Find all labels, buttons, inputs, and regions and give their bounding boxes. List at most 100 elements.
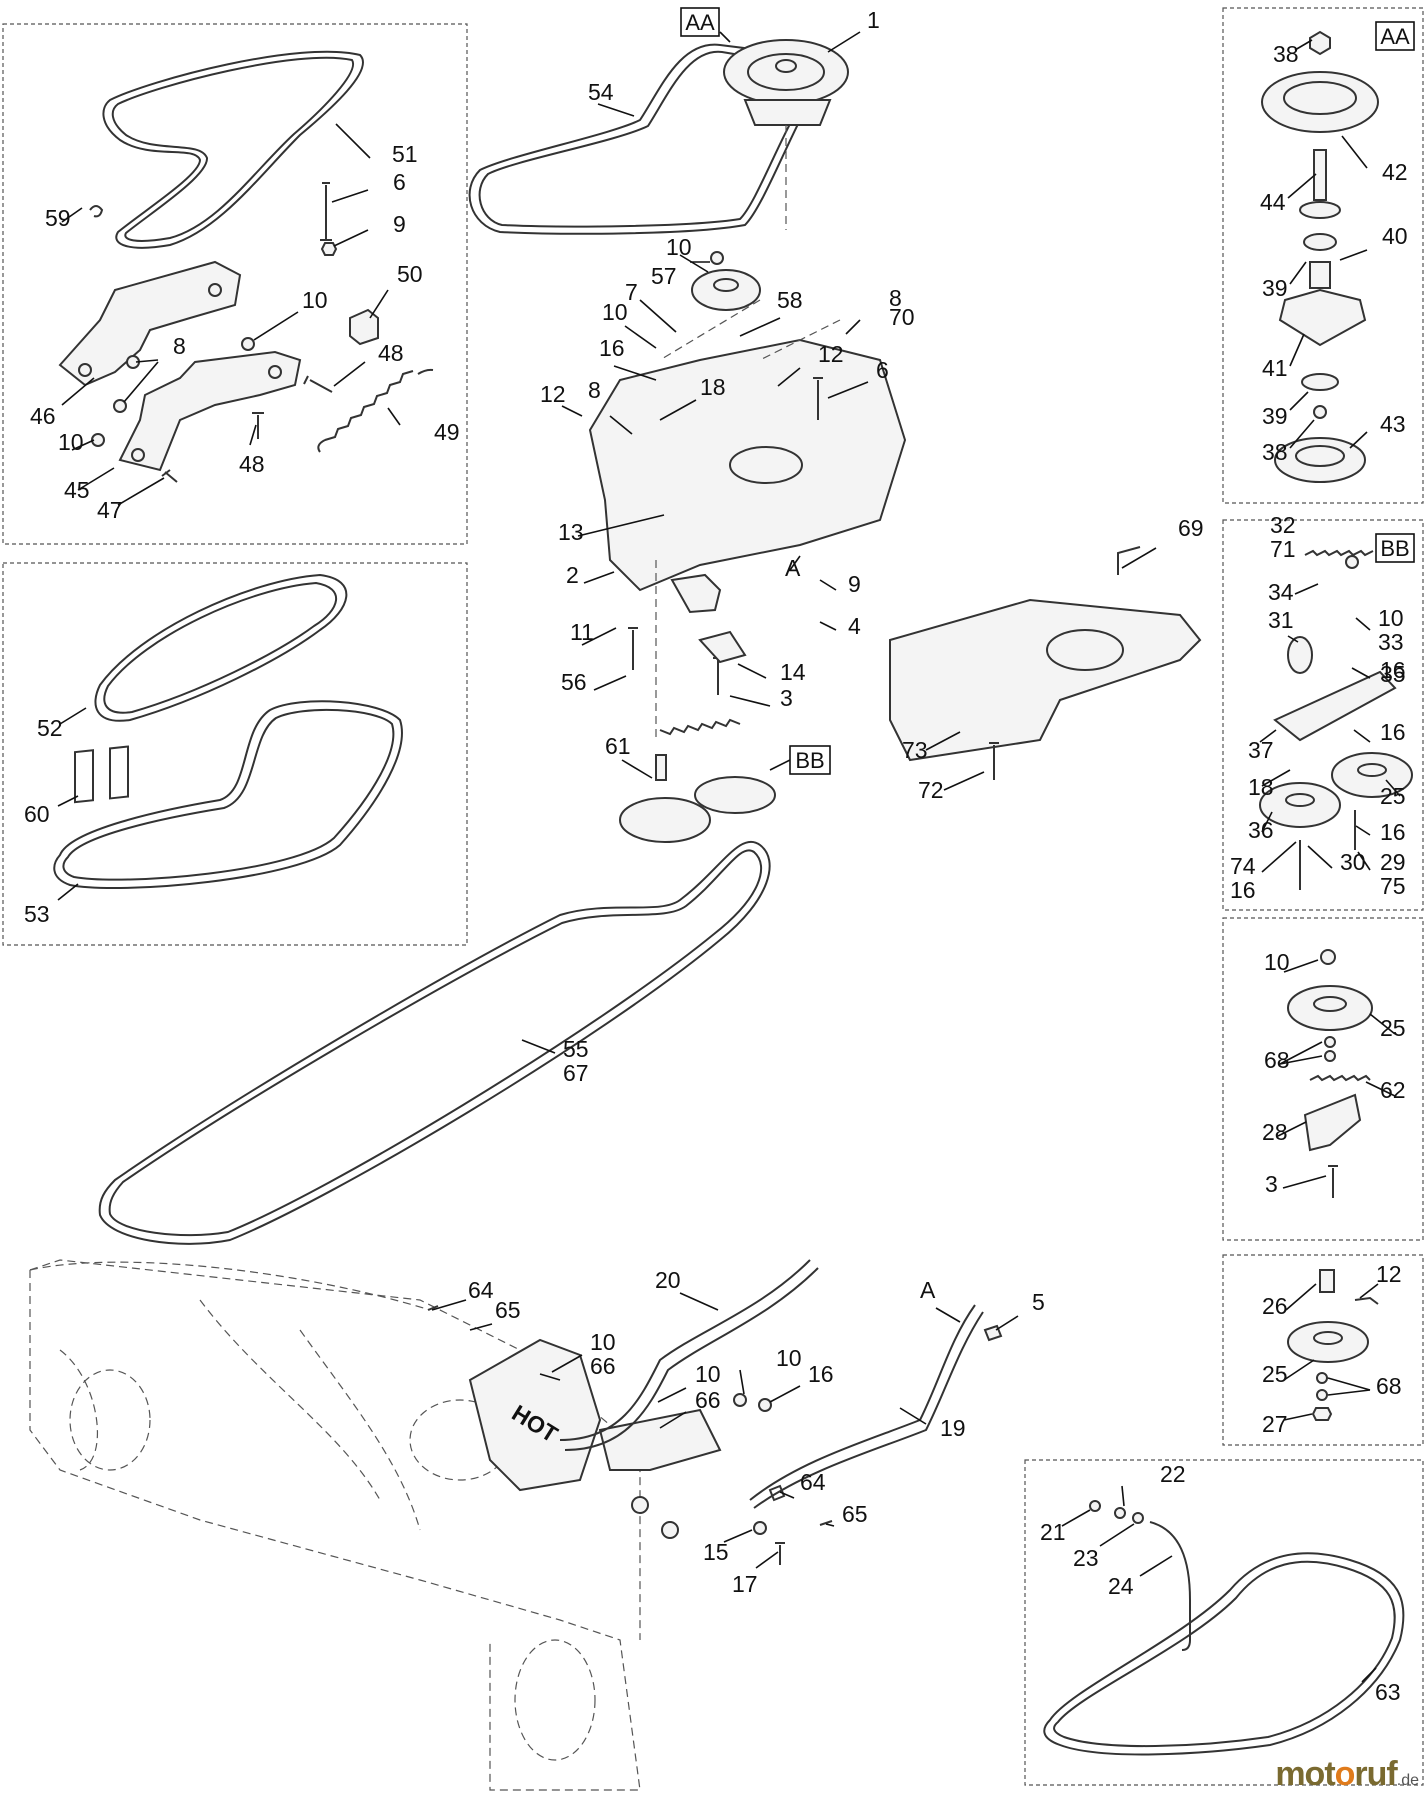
callout-45: 45 xyxy=(64,477,90,503)
callout-4: 4 xyxy=(848,613,861,639)
panel-small-pulley-detail xyxy=(1222,1254,1424,1446)
callout-48: 48 xyxy=(378,340,404,366)
svg-text:AA: AA xyxy=(685,10,715,35)
callout-8: 8 xyxy=(588,377,601,403)
panel-aa-detail xyxy=(1222,7,1424,504)
bolt-hole-45a xyxy=(131,448,145,462)
box-label-bb-detail: BB xyxy=(1375,533,1415,563)
callout-64: 64 xyxy=(800,1469,826,1495)
callout-26: 26 xyxy=(1262,1293,1288,1319)
callout-58: 58 xyxy=(777,287,803,313)
callout-32: 32 xyxy=(1270,512,1296,538)
callout-65: 65 xyxy=(495,1297,521,1323)
callout-73: 73 xyxy=(902,737,928,763)
pulley-61-right xyxy=(694,776,776,814)
callout-25: 25 xyxy=(1380,1015,1406,1041)
callout-16: 16 xyxy=(1380,657,1406,683)
bolt-hole-45b xyxy=(268,365,282,379)
callout-8: 8 xyxy=(889,285,902,311)
callout-16: 16 xyxy=(1230,877,1256,903)
callout-2: 2 xyxy=(566,562,579,588)
callout-55: 55 xyxy=(563,1036,589,1062)
callout-38: 38 xyxy=(1262,439,1288,465)
callout-3: 3 xyxy=(1265,1171,1278,1197)
bolt-56 xyxy=(628,627,638,670)
callout-47: 47 xyxy=(97,497,123,523)
bolt-47 xyxy=(161,469,178,483)
rod-19b xyxy=(753,1311,984,1509)
callout-15: 15 xyxy=(703,1539,729,1565)
bolt-6 xyxy=(320,182,332,241)
rod-24 xyxy=(1149,1521,1191,1651)
svg-text:BB: BB xyxy=(1380,536,1409,561)
clip-50 xyxy=(349,308,379,346)
callout-17: 17 xyxy=(732,1571,758,1597)
callout-16: 16 xyxy=(808,1361,834,1387)
idler-detail-stack xyxy=(1287,949,1373,1198)
callout-24: 24 xyxy=(1108,1573,1134,1599)
callout-14: 14 xyxy=(780,659,806,685)
nut-10b xyxy=(91,433,105,447)
watermark-tld: .de xyxy=(1396,1772,1419,1789)
rod-19 xyxy=(749,1304,976,1501)
watermark-brand-b: ruf xyxy=(1354,1755,1397,1793)
callout-18: 18 xyxy=(700,374,726,400)
aa-detail-stack xyxy=(1261,30,1379,483)
belt-51 xyxy=(102,50,364,249)
nut-9 xyxy=(320,242,338,256)
belt-51-inner xyxy=(111,56,355,242)
decal-60b xyxy=(109,745,129,800)
spring-hook-59 xyxy=(89,205,104,218)
bolt-48a xyxy=(303,375,333,393)
callout-71: 71 xyxy=(1270,536,1296,562)
callout-49: 49 xyxy=(434,419,460,445)
callout-52: 52 xyxy=(37,715,63,741)
callout-12: 12 xyxy=(818,341,844,367)
callout-60: 60 xyxy=(24,801,50,827)
callout-19: 19 xyxy=(940,1415,966,1441)
callout-16: 16 xyxy=(599,335,625,361)
idler-57-hub xyxy=(713,278,739,292)
callout-43: 43 xyxy=(1380,411,1406,437)
callout-9: 9 xyxy=(393,211,406,237)
belt-55 xyxy=(98,840,771,1245)
frame-2-hole xyxy=(729,446,803,484)
bolt-64 xyxy=(768,1484,786,1502)
callout-10: 10 xyxy=(695,1361,721,1387)
callout-66: 66 xyxy=(590,1353,616,1379)
bracket-14 xyxy=(698,630,747,664)
callout-68: 68 xyxy=(1264,1047,1290,1073)
callout-10: 10 xyxy=(602,299,628,325)
bolt-65 xyxy=(427,1305,833,1526)
washer-21 xyxy=(1089,1500,1101,1512)
callout-21: 21 xyxy=(1040,1519,1066,1545)
pin-69 xyxy=(1117,546,1141,575)
callout-3: 3 xyxy=(780,685,793,711)
callout-10: 10 xyxy=(776,1345,802,1371)
callout-68: 68 xyxy=(1376,1373,1402,1399)
washer-23 xyxy=(1132,1512,1144,1524)
callout-39: 39 xyxy=(1262,403,1288,429)
callout-72: 72 xyxy=(918,777,944,803)
centerline-b xyxy=(659,299,761,361)
pulley-61-left xyxy=(619,797,711,843)
callout-37: 37 xyxy=(1248,737,1274,763)
callout-63: 63 xyxy=(1375,1679,1401,1705)
callout-65: 65 xyxy=(842,1501,868,1527)
callout-10: 10 xyxy=(590,1329,616,1355)
chute-mechanism xyxy=(468,1338,722,1539)
pulley-61-shaft xyxy=(655,754,667,781)
callout-7: 7 xyxy=(625,279,638,305)
belt-63 xyxy=(1043,1552,1405,1756)
belt-53 xyxy=(53,700,403,889)
callout-38: 38 xyxy=(1273,41,1299,67)
callout-42: 42 xyxy=(1382,159,1408,185)
svg-text:AA: AA xyxy=(1380,24,1410,49)
watermark-brand-o: o xyxy=(1334,1755,1356,1793)
rod-20b xyxy=(564,1267,819,1451)
belt-53-inner xyxy=(62,708,395,881)
pulley-1-hub xyxy=(775,59,797,73)
callout-41: 41 xyxy=(1262,355,1288,381)
